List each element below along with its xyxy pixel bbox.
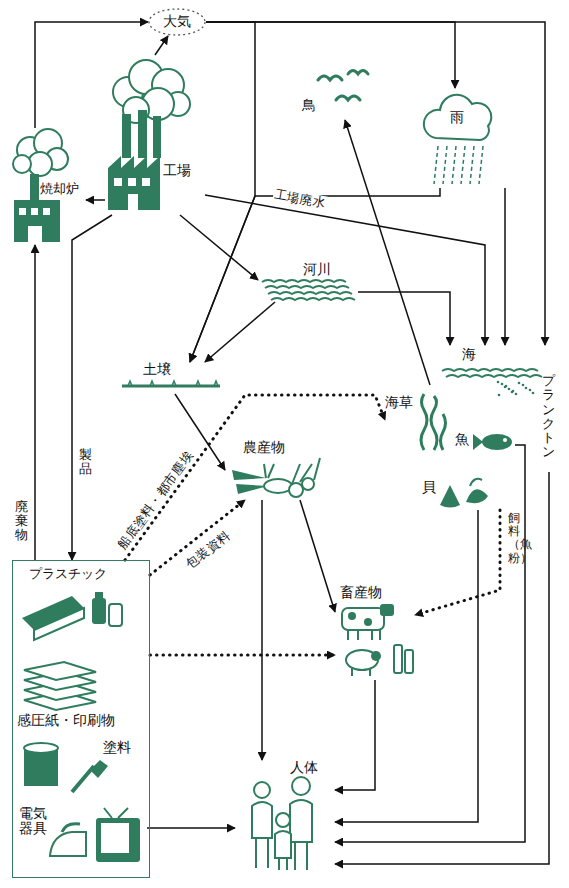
diagram-node: 工場 (105, 55, 205, 215)
edge-label: 製品 (78, 448, 93, 476)
soil (122, 381, 220, 386)
node-label: 海 (462, 347, 476, 362)
electric-appliances (50, 808, 140, 862)
fish (473, 434, 512, 450)
diagram-node: 河川 (258, 262, 358, 302)
edge-label: 飼料（魚粉） (507, 512, 521, 565)
diagram-node: 電気器具 (17, 806, 147, 872)
node-label: 塗料 (103, 740, 131, 755)
node-label: 工場 (163, 163, 191, 178)
arrow-line (300, 500, 335, 612)
factory-smoke (113, 60, 190, 123)
arrow-line (205, 195, 485, 345)
arrow-line (34, 245, 36, 560)
dotted-arrow (150, 654, 335, 657)
arrow-line (205, 302, 275, 362)
paper-stack (24, 662, 96, 710)
arrow-line (335, 445, 525, 842)
factory-building (108, 110, 161, 210)
diagram-node: 土壌 (118, 362, 223, 394)
arrow-line (335, 680, 375, 790)
river-waves (262, 280, 355, 300)
diagram-node: 塗料 (17, 726, 145, 798)
diagram-node: 人体 (235, 760, 335, 875)
node-label: 人体 (290, 760, 318, 775)
edge-label: 工場廃水 (272, 187, 328, 210)
arrow-line (335, 510, 478, 822)
vegetables (232, 458, 320, 497)
diagram-node: 鳥 (300, 68, 372, 120)
edge-label: 船底塗料・都市塵埃 (114, 448, 195, 552)
edge-label: 包装資料 (182, 528, 233, 572)
arrow-line (206, 22, 455, 88)
diagram-node: 大気 (148, 8, 206, 36)
arrow-line (358, 292, 450, 345)
arrow-line (335, 472, 549, 864)
diagram-node: 雨 (425, 88, 515, 188)
arrow-line (155, 36, 168, 55)
diagram-node: 貝 (420, 470, 508, 510)
diagram-node: 感圧紙・印刷物 (17, 651, 145, 732)
arrow-line (35, 22, 148, 128)
dotted-arrow (150, 500, 245, 575)
node-label: 畜産物 (340, 585, 382, 600)
diagram-node: 焼却炉 (8, 128, 86, 245)
diagram-node: 畜産物 (335, 585, 415, 680)
node-label: 感圧紙・印刷物 (17, 713, 115, 728)
paint (24, 743, 108, 792)
diagram-node: 海草 (385, 385, 445, 450)
diagram-node: 魚 (455, 420, 515, 460)
seaweed (421, 394, 446, 450)
node-label: 河川 (303, 262, 331, 277)
arrow-line (190, 22, 255, 362)
arrow-line (86, 199, 105, 201)
birds (318, 71, 368, 101)
incinerator-smoke (13, 129, 68, 176)
sea-waves (442, 369, 542, 377)
diagram-node: 農産物 (225, 440, 325, 500)
node-label: 大気 (163, 14, 191, 29)
livestock (342, 604, 413, 676)
node-label: 土壌 (143, 362, 171, 377)
dotted-arrow (415, 510, 500, 615)
arrow-line (261, 500, 263, 760)
node-label: 鳥 (302, 98, 316, 113)
node-label: プラスチック (29, 567, 107, 581)
diagram-node: 海 (440, 345, 550, 367)
people (252, 777, 312, 870)
group-box: プラスチック感圧紙・印刷物塗料電気器具 (12, 560, 150, 878)
node-label: 焼却炉 (40, 182, 79, 196)
shells (440, 479, 488, 508)
arrow-line (147, 827, 235, 829)
plankton-dots (497, 381, 535, 397)
node-label: 電気器具 (19, 806, 48, 837)
diagram-node: プランクトン (540, 372, 558, 472)
arrow-line (206, 22, 545, 345)
arrow-line (504, 188, 506, 345)
node-label: 海草 (385, 395, 413, 410)
node-label: 雨 (450, 110, 464, 125)
arrow-line (345, 120, 430, 385)
node-label: 農産物 (243, 440, 285, 455)
plastic-products (22, 592, 122, 640)
rain-lines (434, 146, 483, 184)
arrow-line (180, 215, 258, 280)
node-label: プランクトン (542, 374, 555, 460)
edge-label: 廃棄物 (14, 500, 29, 541)
node-label: 魚 (455, 432, 469, 447)
arrow-line (72, 215, 112, 560)
rain-cloud (424, 95, 491, 140)
node-label: 貝 (422, 480, 436, 495)
